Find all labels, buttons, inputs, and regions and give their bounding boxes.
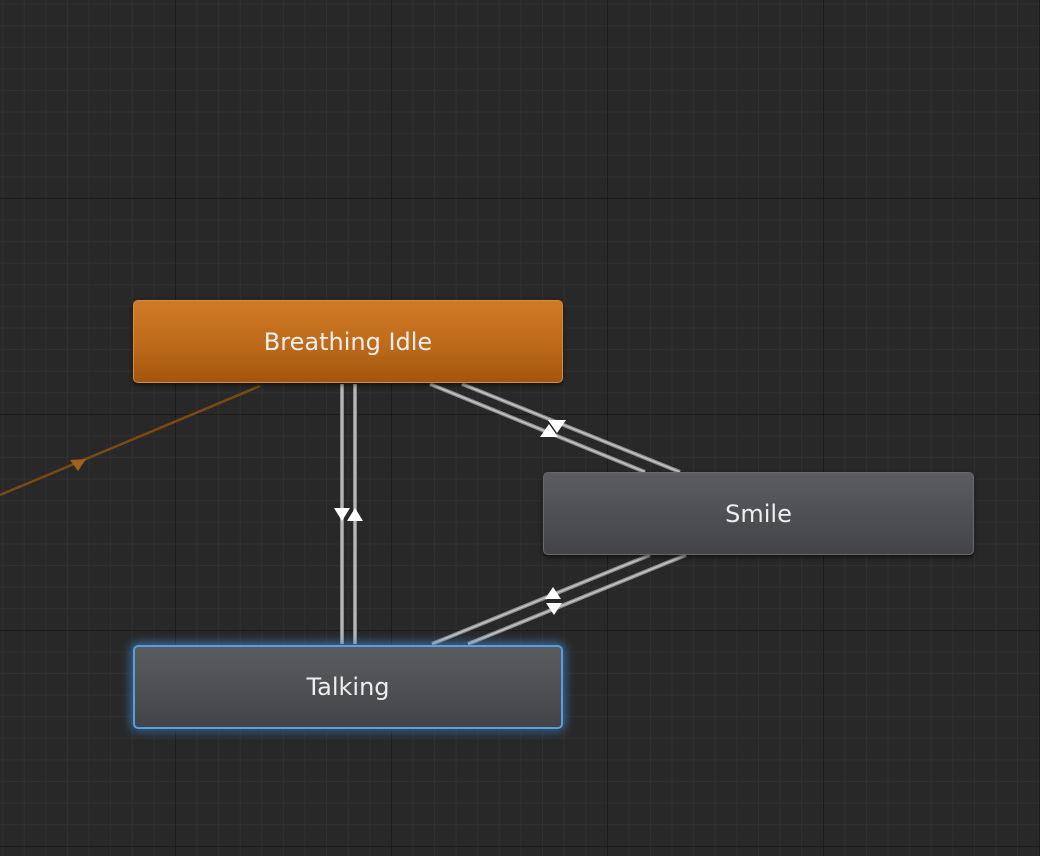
transition-up-arrow: [347, 508, 363, 521]
transition-smile-talking-arrow: [546, 603, 562, 615]
state-label: Smile: [725, 499, 792, 528]
transition-talking-smile-arrow: [545, 587, 561, 599]
entry-transition-line[interactable]: [0, 384, 261, 497]
state-label: Talking: [306, 673, 390, 701]
entry-transition-arrow: [70, 459, 86, 471]
transition-smile-idle-arrow: [548, 420, 566, 433]
transition-down-arrow: [334, 508, 350, 521]
state-node-talking[interactable]: Talking: [133, 645, 563, 729]
state-label: Breathing Idle: [263, 327, 433, 356]
transition-idle-smile-arrow: [540, 424, 558, 437]
state-node-breathing-idle[interactable]: Breathing Idle: [133, 300, 563, 383]
state-node-smile[interactable]: Smile: [543, 472, 974, 555]
